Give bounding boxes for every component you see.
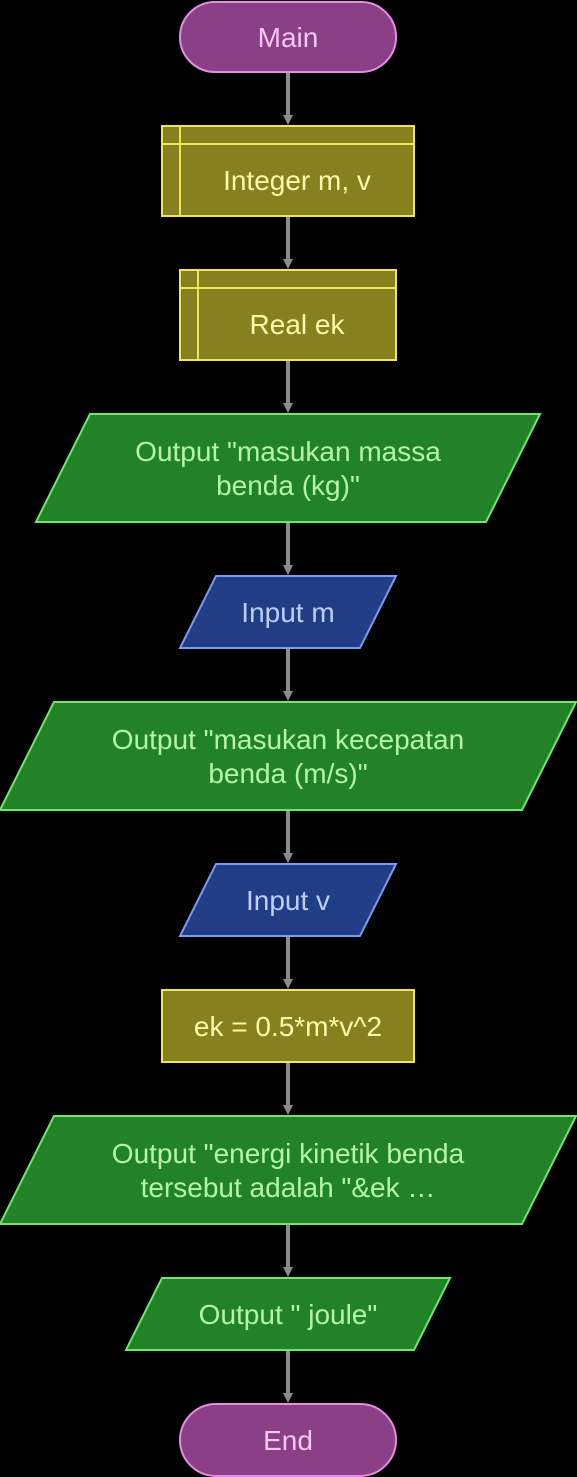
- output-shape: [34, 413, 542, 523]
- output-shape: [0, 1115, 577, 1225]
- terminal-shape: [179, 1403, 397, 1477]
- output-shape: [124, 1277, 452, 1351]
- input-shape: [178, 575, 398, 649]
- declare-shape: [179, 269, 397, 361]
- node-label-line: Output "energi kinetik benda: [112, 1138, 465, 1169]
- node-label-line: Output "masukan kecepatan: [112, 724, 464, 755]
- node-label-line: ek = 0.5*m*v^2: [194, 1011, 382, 1042]
- assign-shape: [161, 989, 415, 1063]
- node-label-line: Output "masukan massa: [135, 436, 441, 467]
- node-label-line: tersebut adalah "&ek …: [141, 1172, 436, 1203]
- input-shape: [178, 863, 398, 937]
- node-main: Main: [179, 1, 397, 73]
- node-input-v: Input v: [178, 863, 398, 937]
- node-label-line: benda (kg)": [216, 470, 360, 501]
- node-end: End: [179, 1403, 397, 1477]
- node-label-line: End: [263, 1425, 313, 1456]
- output-shape: [0, 701, 577, 811]
- terminal-shape: [179, 1, 397, 73]
- node-label-line: Input v: [246, 885, 330, 916]
- node-label-line: benda (m/s)": [208, 758, 367, 789]
- node-declare-int: Integer m, v: [161, 125, 415, 217]
- declare-shape: [161, 125, 415, 217]
- node-declare-real: Real ek: [179, 269, 397, 361]
- node-output-joule: Output " joule": [124, 1277, 452, 1351]
- node-label-line: Integer m, v: [223, 165, 371, 196]
- node-input-m: Input m: [178, 575, 398, 649]
- node-label-line: Output " joule": [199, 1299, 378, 1330]
- node-assign-ek: ek = 0.5*m*v^2: [161, 989, 415, 1063]
- node-label-line: Input m: [241, 597, 334, 628]
- node-label-line: Real ek: [250, 309, 346, 340]
- node-label-line: Main: [258, 22, 319, 53]
